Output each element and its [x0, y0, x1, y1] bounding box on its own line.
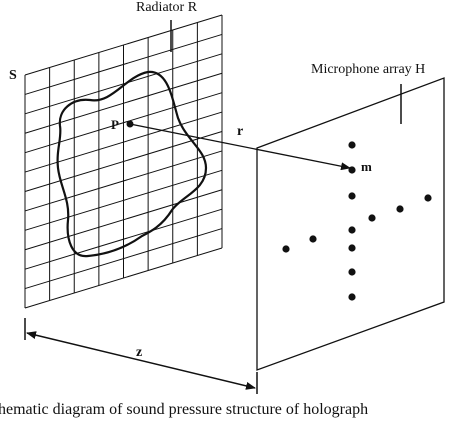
microphone-dot	[309, 235, 317, 243]
microphone-dot	[348, 293, 356, 301]
surface-label: S	[9, 68, 17, 83]
grid-horizontal-line	[24, 247, 223, 309]
grid-horizontal-line	[24, 131, 223, 192]
grid-horizontal-line	[24, 150, 223, 212]
microphone-array-label: Microphone array H	[311, 62, 425, 77]
grid-horizontal-line	[24, 92, 223, 154]
radiator-outline	[56, 70, 208, 258]
grid-horizontal-line	[24, 53, 223, 115]
microphone-dot	[348, 141, 356, 149]
distance-z-arrow	[26, 331, 256, 390]
microphone-dot	[348, 166, 356, 174]
grid-horizontal-line	[24, 72, 223, 134]
distance-z-label: z	[136, 345, 142, 360]
microphone-dot	[348, 268, 356, 276]
microphone-points	[282, 141, 432, 301]
grid-horizontal-line	[24, 189, 223, 251]
microphone-dot	[282, 245, 290, 253]
microphone-array-plane	[256, 77, 445, 371]
point-p-label: P	[111, 117, 119, 132]
radiator-surface-grid	[24, 14, 223, 309]
point-p	[126, 120, 134, 128]
grid-horizontal-line	[24, 208, 223, 270]
grid-horizontal-line	[24, 228, 223, 290]
grid-horizontal-line	[24, 33, 223, 95]
vector-r-label: r	[237, 124, 243, 139]
microphone-dot	[396, 205, 404, 213]
microphone-dot	[424, 194, 432, 202]
microphone-dot	[348, 244, 356, 252]
vector-r-arrow	[129, 123, 351, 171]
radiator-label: Radiator R	[136, 0, 198, 15]
microphone-dot	[348, 192, 356, 200]
grid-horizontal-line	[24, 14, 223, 76]
microphone-dot	[368, 214, 376, 222]
grid-horizontal-line	[24, 169, 223, 231]
figure-caption: hematic diagram of sound pressure struct…	[0, 401, 368, 418]
point-m-label: m	[361, 159, 372, 174]
microphone-dot	[348, 226, 356, 234]
